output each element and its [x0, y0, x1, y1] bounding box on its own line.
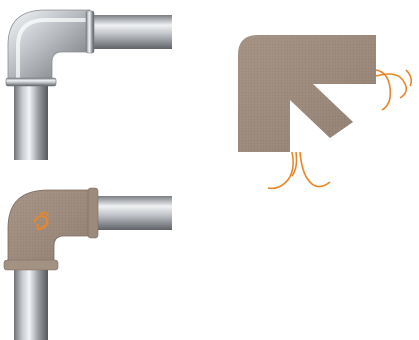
vertical-collar	[6, 78, 56, 86]
elbow-wrap-template	[238, 35, 411, 188]
horizontal-pipe	[92, 15, 172, 49]
wrapped-elbow-pipe	[4, 188, 172, 340]
felt-collar-vertical	[4, 260, 58, 270]
tie-right-2	[376, 74, 406, 98]
steel-elbow-pipe	[6, 10, 172, 160]
felt-collar-horizontal	[88, 188, 98, 238]
horizontal-pipe-lower	[92, 196, 172, 230]
tie-bottom-2	[300, 152, 330, 187]
vertical-pipe	[14, 82, 48, 160]
tie-bottom-1	[268, 152, 293, 188]
horizontal-collar	[86, 11, 94, 53]
vertical-pipe-lower	[14, 266, 48, 340]
tie-right-3	[406, 70, 411, 86]
